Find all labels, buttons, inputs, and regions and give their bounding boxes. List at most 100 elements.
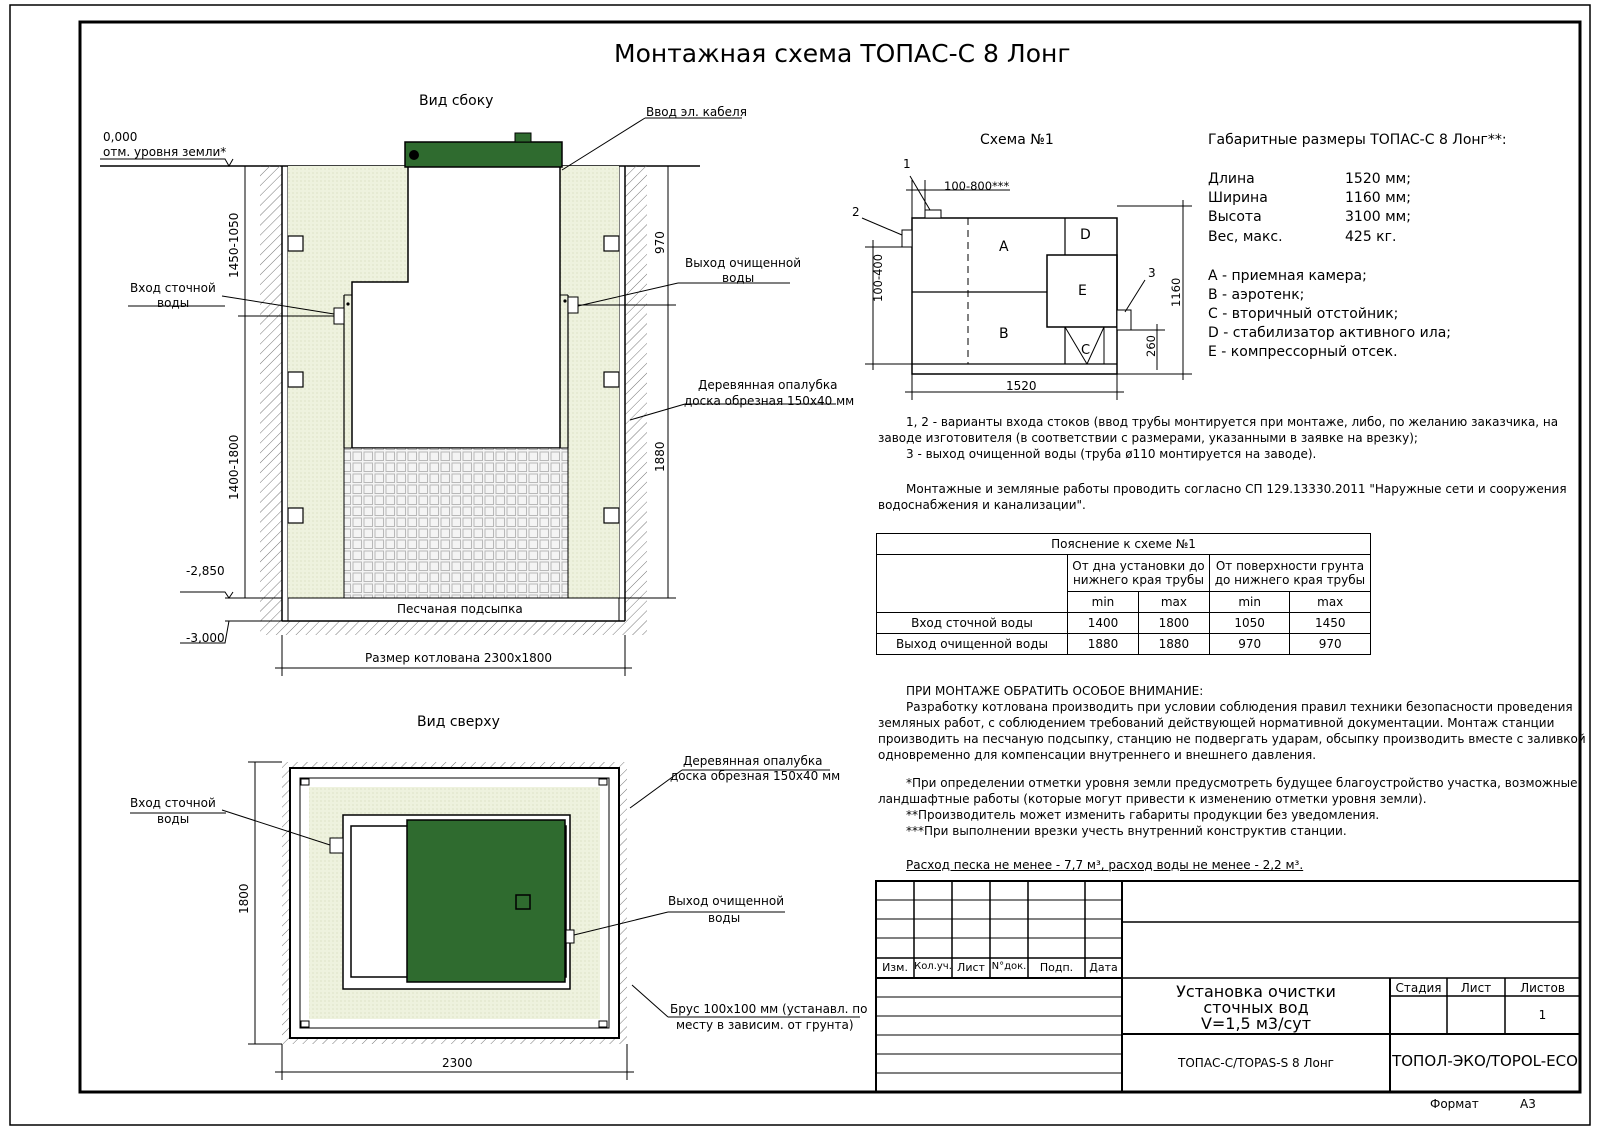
format-value: А3: [1520, 1097, 1536, 1111]
attention-line-2: земляных работ, с соблюдением требований…: [878, 716, 1555, 730]
stamp-stage: Стадия: [1395, 981, 1442, 995]
dim-right-top: 970: [653, 231, 667, 254]
dim-name-width: Ширина: [1208, 190, 1268, 206]
legend-d: D - стабилизатор активного ила;: [1208, 325, 1451, 341]
consumption-note: Расход песка не менее - 7,7 м³, расход в…: [906, 858, 1304, 872]
legend-e: E - компрессорный отсек.: [1208, 344, 1398, 360]
stamp-col-date: Дата: [1089, 961, 1118, 974]
note-inputs-2: заводе изготовителя (в соответствии с ра…: [878, 431, 1418, 445]
stamp-sheets: Листов: [1520, 981, 1565, 995]
side-outlet-label-2: воды: [722, 271, 755, 285]
dim-name-weight: Вес, макс.: [1208, 229, 1283, 245]
side-formwork-label-2: доска обрезная 150х40 мм: [684, 394, 855, 408]
top-outlet-label-2: воды: [708, 911, 741, 925]
dim-value-width: 1160 мм;: [1345, 190, 1411, 206]
stamp-name-2: сточных вод: [1203, 998, 1309, 1017]
top-formwork-label-1: Деревянная опалубка: [683, 754, 823, 768]
table-group-1-line-1: От дна установки до: [1072, 559, 1205, 573]
level-bottom-2: -3,000: [186, 631, 225, 645]
dim-value-height: 3100 мм;: [1345, 209, 1411, 225]
table-group-2: От поверхности грунта до нижнего края тр…: [1208, 554, 1372, 592]
scheme-dim-bottom: 1520: [1006, 379, 1037, 393]
top-dim-width: 2300: [442, 1056, 473, 1070]
beam-label-2: месту в зависим. от грунта): [676, 1018, 854, 1032]
table-sub-min-1: min: [1067, 591, 1139, 613]
note-inputs-1: 1, 2 - варианты входа стоков (ввод трубы…: [906, 415, 1559, 429]
top-formwork-label-2: доска обрезная 150х40 мм: [670, 769, 841, 783]
legend-c: C - вторичный отстойник;: [1208, 306, 1399, 322]
scheme-dim-left: 100-400: [871, 253, 885, 302]
table-sub-max-2: max: [1289, 591, 1371, 613]
table-empty-head: [876, 554, 1068, 613]
dim-value-weight: 425 кг.: [1345, 229, 1397, 245]
stamp-col-izm: Изм.: [882, 961, 908, 974]
level-zero-note: отм. уровня земли*: [103, 145, 227, 159]
top-dim-height: 1800: [237, 883, 251, 914]
table-cell: 1450: [1289, 612, 1371, 634]
cable-input-label: Ввод эл. кабеля: [646, 105, 747, 119]
dim-left-top: 1450-1050: [227, 212, 241, 278]
table-cell: 1400: [1067, 612, 1139, 634]
dim-value-length: 1520 мм;: [1345, 171, 1411, 187]
footnote-4: ***При выполнении врезки учесть внутренн…: [906, 824, 1347, 838]
stamp-name-3: V=1,5 м3/сут: [1200, 1014, 1312, 1033]
scheme-dim-top: 100-800***: [944, 179, 1010, 193]
side-formwork-label-1: Деревянная опалубка: [698, 378, 838, 392]
top-view-drawing: [130, 761, 860, 1080]
stamp-sheets-value: 1: [1538, 1008, 1547, 1022]
stamp-col-doc: N°док.: [991, 961, 1027, 972]
top-view-title: Вид сверху: [417, 714, 500, 730]
table-cell: 1880: [1137, 633, 1210, 655]
note-works-2: водоснабжения и канализации".: [878, 498, 1086, 512]
scheme-label-1: 1: [903, 157, 911, 171]
attention-line-3: производить на песчаную подсыпку, станци…: [878, 732, 1586, 746]
side-view-title: Вид сбоку: [419, 93, 494, 109]
format-label: Формат: [1430, 1097, 1479, 1111]
table-row: Выход очищенной воды 1880 1880 970 970: [876, 633, 1371, 655]
legend-b: B - аэротенк;: [1208, 287, 1305, 303]
scheme-label-2: 2: [852, 205, 860, 219]
explanation-table: Пояснение к схеме №1 От дна установки до…: [876, 533, 1372, 655]
level-zero: 0,000: [103, 130, 138, 144]
level-bottom-1: -2,850: [186, 564, 225, 578]
dim-left-bottom: 1400-1800: [227, 434, 241, 500]
top-outlet-label-1: Выход очищенной: [668, 894, 785, 908]
side-view-drawing: [100, 117, 836, 676]
attention-title: ПРИ МОНТАЖЕ ОБРАТИТЬ ОСОБОЕ ВНИМАНИЕ:: [906, 684, 1204, 698]
table-sub-max-1: max: [1137, 591, 1210, 613]
note-works-1: Монтажные и земляные работы проводить со…: [906, 482, 1567, 496]
zone-c: C: [1081, 343, 1091, 358]
stamp-designation: ТОПАС-С/TOPAS-S 8 Лонг: [1178, 1056, 1334, 1070]
dimensions-title: Габаритные размеры ТОПАС-С 8 Лонг**:: [1208, 132, 1507, 148]
attention-line-1: Разработку котлована производить при усл…: [906, 700, 1573, 714]
top-inlet-label-2: воды: [157, 812, 190, 826]
table-cell: 970: [1208, 633, 1291, 655]
table-cell: 1050: [1208, 612, 1291, 634]
stamp-sheet: Лист: [1460, 981, 1492, 995]
stamp-col-list: Лист: [957, 961, 985, 974]
scheme-1-drawing: [861, 175, 1192, 400]
stamp-col-kol: Кол.уч.: [914, 961, 952, 972]
scheme-label-3: 3: [1148, 266, 1156, 280]
table-group-2-line-2: до нижнего края трубы: [1214, 573, 1366, 587]
scheme-dim-260: 260: [1144, 335, 1158, 357]
table-group-1-line-2: нижнего края трубы: [1072, 573, 1204, 587]
table-group-2-line-1: От поверхности грунта: [1215, 559, 1365, 573]
table-caption: Пояснение к схеме №1: [876, 533, 1371, 555]
top-inlet-label-1: Вход сточной: [130, 796, 216, 810]
beam-label-1: Брус 100х100 мм (устанавл. по: [670, 1002, 868, 1016]
table-group-1: От дна установки до нижнего края трубы: [1067, 554, 1210, 592]
page-title: Монтажная схема ТОПАС-С 8 Лонг: [614, 39, 1071, 68]
table-row: Вход сточной воды 1400 1800 1050 1450: [876, 612, 1371, 634]
stamp-name-1: Установка очистки: [1176, 982, 1336, 1001]
scheme-dim-right: 1160: [1169, 277, 1183, 307]
table-cell: 1800: [1137, 612, 1210, 634]
inner-frame: [78, 20, 1582, 1094]
sand-bed-label: Песчаная подсыпка: [397, 602, 523, 616]
dim-name-height: Высота: [1208, 209, 1262, 225]
legend-a: A - приемная камера;: [1208, 268, 1367, 284]
table-row-name: Выход очищенной воды: [876, 633, 1068, 655]
zone-e: E: [1078, 283, 1087, 299]
zone-a: A: [999, 239, 1009, 255]
scheme-1-title: Схема №1: [980, 132, 1054, 148]
